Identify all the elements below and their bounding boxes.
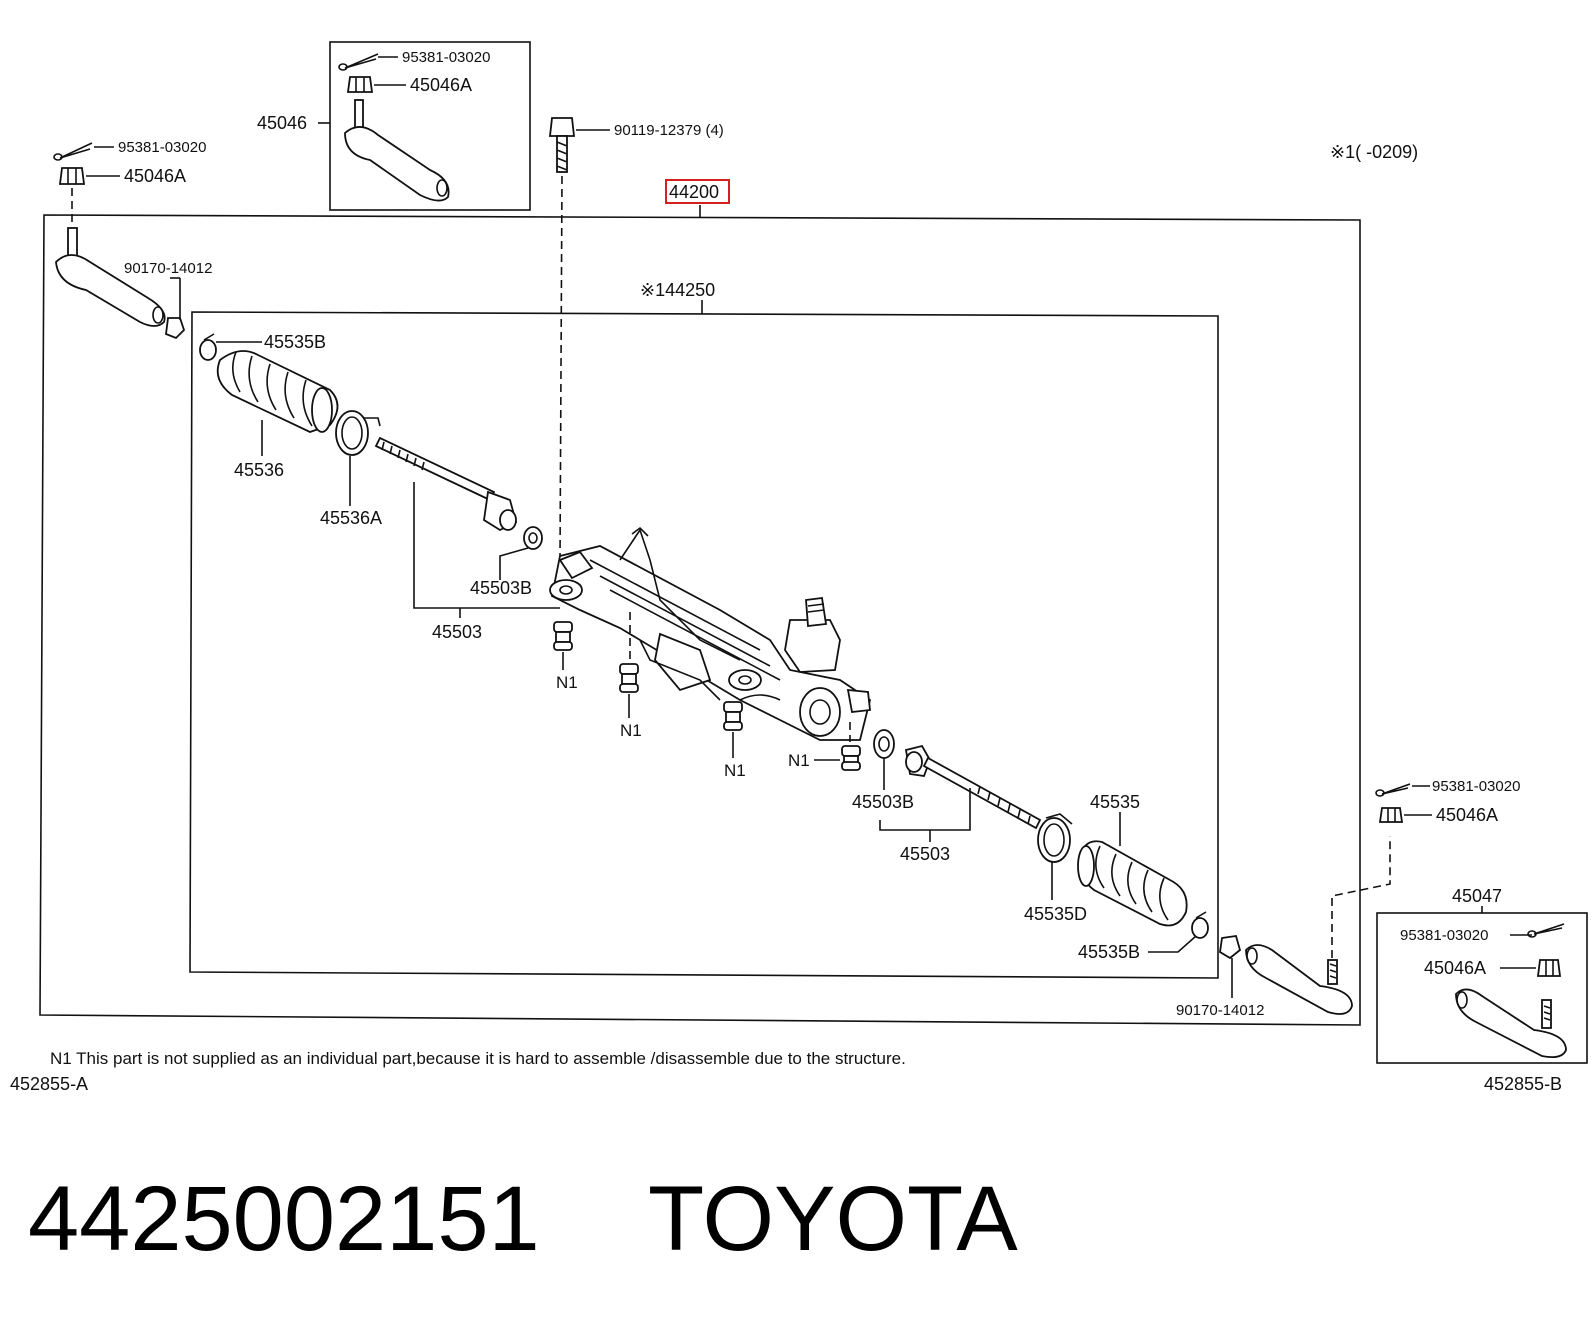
lock-nut-left-icon xyxy=(165,317,186,340)
label-cotter-pin-3: 95381-03020 xyxy=(1432,778,1520,795)
label-lock-nut-1: 90170-14012 xyxy=(124,260,212,277)
label-tie-rod-end-rh: 45047 xyxy=(1452,886,1502,906)
bushing-n1-c-icon xyxy=(723,701,743,731)
cotter-pin-icon xyxy=(53,142,93,161)
washer-left-icon xyxy=(523,526,543,550)
castle-nut-icon xyxy=(346,76,374,93)
reference-code-right: 452855-B xyxy=(1484,1074,1562,1094)
bushing-n1-a-icon xyxy=(553,621,573,651)
label-n1-c: N1 xyxy=(724,761,746,780)
label-n1-a: N1 xyxy=(556,673,578,692)
label-cotter-pin-1: 95381-03020 xyxy=(402,49,490,66)
label-tie-rod-end-lh: 45046 xyxy=(257,113,307,133)
assembly-number-44200[interactable]: 44200 xyxy=(669,182,719,202)
tie-rod-end-right-icon xyxy=(1245,944,1353,1015)
bolt-icon xyxy=(548,117,576,173)
label-rack-end-1: 45503 xyxy=(432,622,482,642)
label-clip-2: 45535D xyxy=(1024,904,1087,924)
cotter-pin-icon xyxy=(338,53,379,71)
label-n1-b: N1 xyxy=(620,721,642,740)
boot-right-icon xyxy=(1077,840,1188,927)
boot-left-icon xyxy=(216,350,339,433)
castle-nut-icon xyxy=(1378,807,1404,823)
outer-assembly-frame xyxy=(39,214,1361,1026)
bushing-n1-b-icon xyxy=(619,663,639,693)
label-clip-1: 45536A xyxy=(320,508,382,528)
clip-right-icon xyxy=(1037,813,1073,863)
label-boot-2: 45535 xyxy=(1090,792,1140,812)
clamp-left-icon xyxy=(199,333,217,361)
bolt-leader-dashed xyxy=(559,175,563,561)
label-washer-1: 45503B xyxy=(470,578,532,598)
rack-end-left-icon xyxy=(374,436,518,532)
label-nut-3: 45046A xyxy=(1436,805,1498,825)
tie-rod-end-inset-rh-icon xyxy=(1455,988,1567,1059)
label-cotter-pin-4: 95381-03020 xyxy=(1400,927,1488,944)
tie-rod-end-left-icon xyxy=(55,227,166,327)
clip-left-icon xyxy=(335,410,381,456)
cotter-pin-icon xyxy=(1375,783,1411,797)
assembly-highlight-box[interactable] xyxy=(665,179,730,204)
inset-box-lh xyxy=(329,41,531,211)
label-clamp-1: 45535B xyxy=(264,332,326,352)
label-washer-2: 45503B xyxy=(852,792,914,812)
washer-right-icon xyxy=(873,729,895,759)
rack-end-right-icon xyxy=(904,744,1042,830)
label-lock-nut-2: 90170-14012 xyxy=(1176,1002,1264,1019)
label-clamp-2: 45535B xyxy=(1078,942,1140,962)
clamp-right-icon xyxy=(1191,911,1209,939)
footnote-n1: N1 This part is not supplied as an indiv… xyxy=(50,1049,906,1068)
label-nut-1: 45046A xyxy=(410,75,472,95)
castle-nut-icon xyxy=(58,167,86,185)
production-range-note: ※1( -0209) xyxy=(1330,142,1418,162)
lock-nut-right-icon xyxy=(1219,934,1242,960)
label-cotter-pin-2: 95381-03020 xyxy=(118,139,206,156)
label-rack-end-2: 45503 xyxy=(900,844,950,864)
inner-assembly-frame xyxy=(189,311,1219,979)
part-number-caption: 4425002151 xyxy=(28,1168,540,1270)
steering-gear-housing-icon xyxy=(549,526,872,741)
label-nut-2: 45046A xyxy=(124,166,186,186)
castle-nut-icon xyxy=(1536,959,1562,977)
bushing-n1-d-icon xyxy=(841,745,861,771)
reference-code-left: 452855-A xyxy=(10,1074,88,1094)
label-bolt: 90119-12379 (4) xyxy=(614,122,724,139)
label-boot-1: 45536 xyxy=(234,460,284,480)
tie-rod-end-lh-icon xyxy=(344,99,450,202)
cotter-pin-icon xyxy=(1527,923,1565,938)
assembly-number-144250: ※144250 xyxy=(640,280,715,300)
label-n1-d: N1 xyxy=(788,751,810,770)
label-nut-4: 45046A xyxy=(1424,958,1486,978)
brand-caption: TOYOTA xyxy=(648,1168,1018,1270)
